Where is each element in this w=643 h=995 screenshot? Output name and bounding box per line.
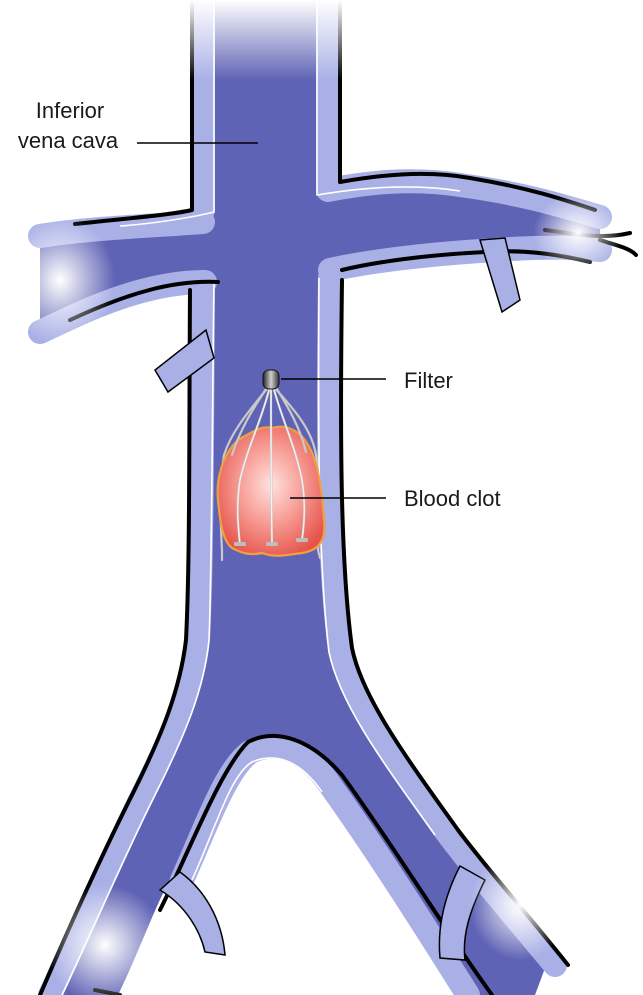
svg-text:Inferior: Inferior [36,98,104,123]
label-vena-cava-line2: vena cava [18,128,119,153]
label-filter: Filter [404,368,453,393]
label-vena-cava-line1: Inferior [36,98,104,123]
svg-text:vena cava: vena cava [18,128,119,153]
label-blood-clot: Blood clot [404,486,501,511]
